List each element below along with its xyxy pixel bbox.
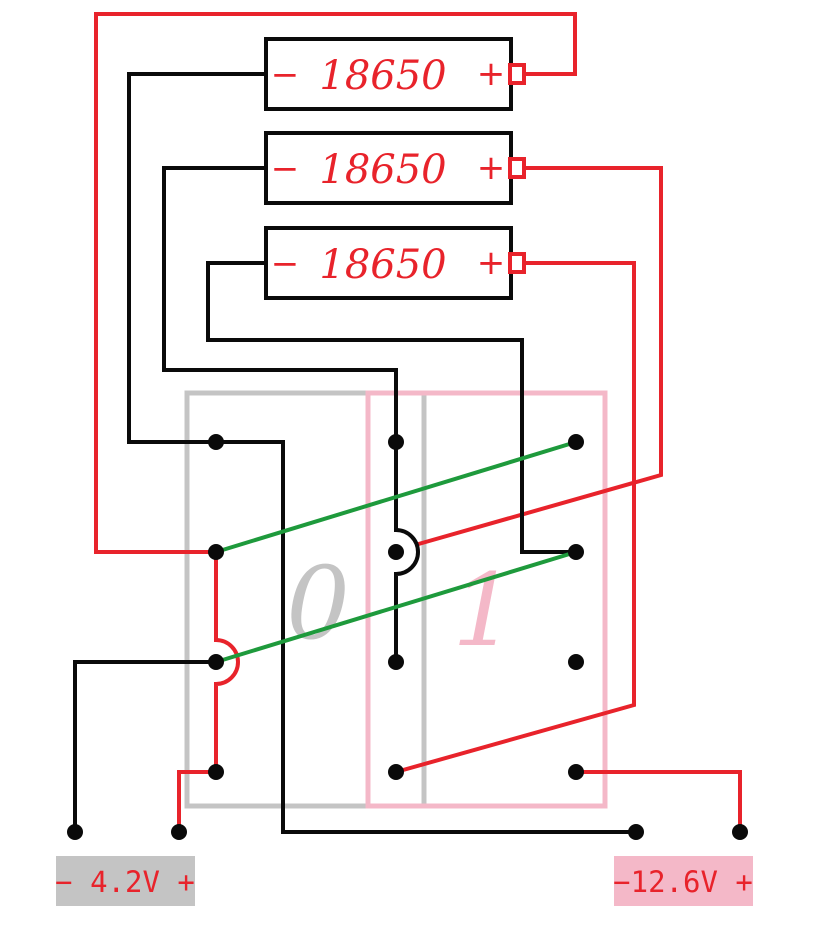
battery-1-minus: −: [271, 55, 300, 95]
wire-black-battery-2-negative: [162, 166, 420, 662]
switch-contact: [208, 434, 224, 450]
switch-contact: [568, 544, 584, 560]
output-12v6-positive-terminal: [732, 824, 748, 840]
switch-linkage-upper: [215, 440, 577, 554]
switch-contact: [388, 764, 404, 780]
switch-contact: [208, 764, 224, 780]
wire-red-battery-2-positive: [414, 166, 663, 547]
switch-contact: [208, 654, 224, 670]
output-4v2-negative-terminal: [67, 824, 83, 840]
wire-black-output-12v6-negative: [216, 440, 636, 834]
output-12v6-negative-terminal: [628, 824, 644, 840]
switch-contact: [568, 764, 584, 780]
switch-position-label-1: 1: [452, 552, 516, 669]
wire-red-output-4v2-positive: [177, 770, 216, 832]
battery-2-minus: −: [271, 149, 300, 189]
switch-contact: [568, 654, 584, 670]
battery-3-plus: +: [477, 243, 506, 283]
battery-2-terminal: [508, 157, 526, 179]
battery-3-minus: −: [271, 244, 300, 284]
battery-2-plus: +: [477, 148, 506, 188]
wire-red-switch-bridge-left: [214, 552, 240, 772]
switch-contact: [208, 544, 224, 560]
battery-2-label: 18650: [319, 147, 446, 193]
switch-contact: [568, 434, 584, 450]
output-badge-12v6: [614, 856, 753, 906]
battery-1: − 18650 +: [264, 37, 526, 111]
wire-black-battery-3-negative: [206, 261, 576, 554]
wire-red-battery-3-positive: [395, 261, 636, 774]
battery-1-terminal: [508, 63, 526, 85]
wire-black-battery-1-negative: [127, 72, 266, 444]
wire-red-battery-1-positive: [94, 12, 577, 554]
battery-1-plus: +: [477, 54, 506, 94]
battery-2: − 18650 +: [264, 131, 526, 205]
output-label-4v2: − 4.2V +: [55, 865, 195, 899]
switch-linkage-lower: [215, 550, 577, 664]
battery-3-body: [264, 226, 513, 300]
wire-black-output-4v2-negative: [73, 660, 216, 832]
output-label-12v6: −12.6V +: [613, 865, 753, 899]
battery-3: − 18650 +: [264, 226, 526, 300]
switch-position-label-0: 0: [286, 545, 350, 662]
wire-red-output-12v6-positive: [576, 770, 742, 832]
output-badge-4v2: [56, 856, 195, 906]
switch-contact: [388, 434, 404, 450]
output-4v2-positive-terminal: [171, 824, 187, 840]
switch-contact: [388, 654, 404, 670]
battery-3-terminal: [508, 252, 526, 274]
switch-frame-position-1: [365, 390, 608, 809]
battery-3-label: 18650: [319, 242, 446, 288]
switch-contact: [388, 544, 404, 560]
battery-1-label: 18650: [319, 53, 446, 99]
